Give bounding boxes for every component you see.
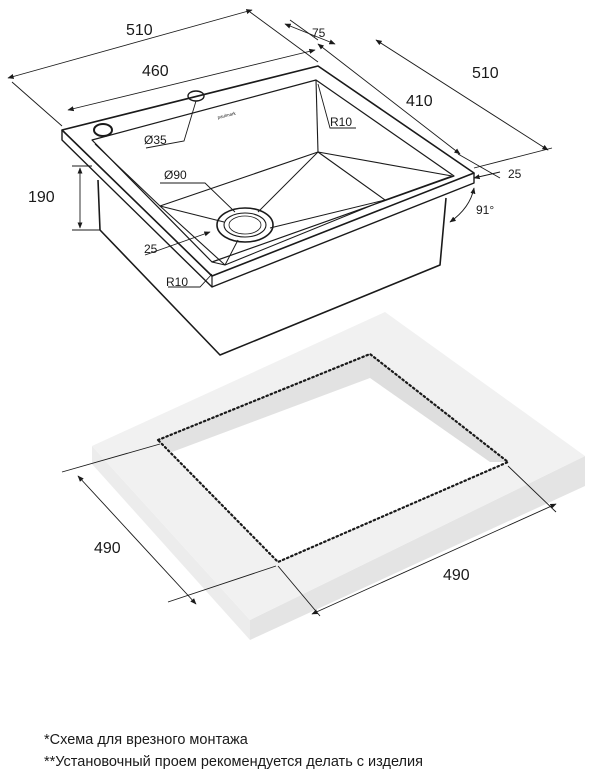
cutout-dimension-labels: 490 490 xyxy=(94,540,470,584)
cutout-inner-wall-left xyxy=(158,354,370,452)
label-rim-side: 25 xyxy=(508,167,522,181)
label-width-inner: 460 xyxy=(142,63,169,80)
label-bowl-height: 190 xyxy=(28,189,55,206)
cutout-outline xyxy=(156,352,511,564)
label-width-outer: 510 xyxy=(126,22,153,39)
label-depth-outer: 510 xyxy=(472,65,499,82)
label-corner-radius-bottom: R10 xyxy=(166,275,188,289)
label-cutout-depth: 490 xyxy=(94,540,121,557)
label-drain-diameter: Ø90 xyxy=(164,168,187,182)
sink-dimension-labels: 510 460 75 510 410 25 91° 190 Ø35 R10 Ø9… xyxy=(28,22,522,289)
tap-hole-primary xyxy=(93,123,113,137)
label-depth-inner: 410 xyxy=(406,93,433,110)
countertop xyxy=(92,312,585,640)
sink-dimension-lines xyxy=(7,9,553,288)
sink-outer-body xyxy=(97,179,447,356)
label-back-offset: 75 xyxy=(312,26,326,40)
label-wall-angle: 91° xyxy=(476,203,494,217)
label-corner-radius-top: R10 xyxy=(330,115,352,129)
cutout-dimension-lines xyxy=(61,443,557,617)
drain xyxy=(216,207,274,243)
bowl-back-wall-left xyxy=(94,143,161,207)
label-cutout-width: 490 xyxy=(443,567,470,584)
bowl-back-corner xyxy=(315,79,319,153)
sink-rim-front-edge xyxy=(61,130,475,288)
note-mounting-scheme: *Схема для врезного монтажа xyxy=(44,732,248,748)
label-tap-hole-diameter: Ø35 xyxy=(144,133,167,147)
label-rim-front: 25 xyxy=(144,242,158,256)
countertop-top-surface xyxy=(92,312,585,620)
brand-mark: paulmark xyxy=(217,110,237,120)
note-recommendation: **Установочный проем рекомендуется делат… xyxy=(44,754,423,770)
countertop-right-face xyxy=(250,456,585,640)
bowl-back-wall-right xyxy=(317,151,453,177)
